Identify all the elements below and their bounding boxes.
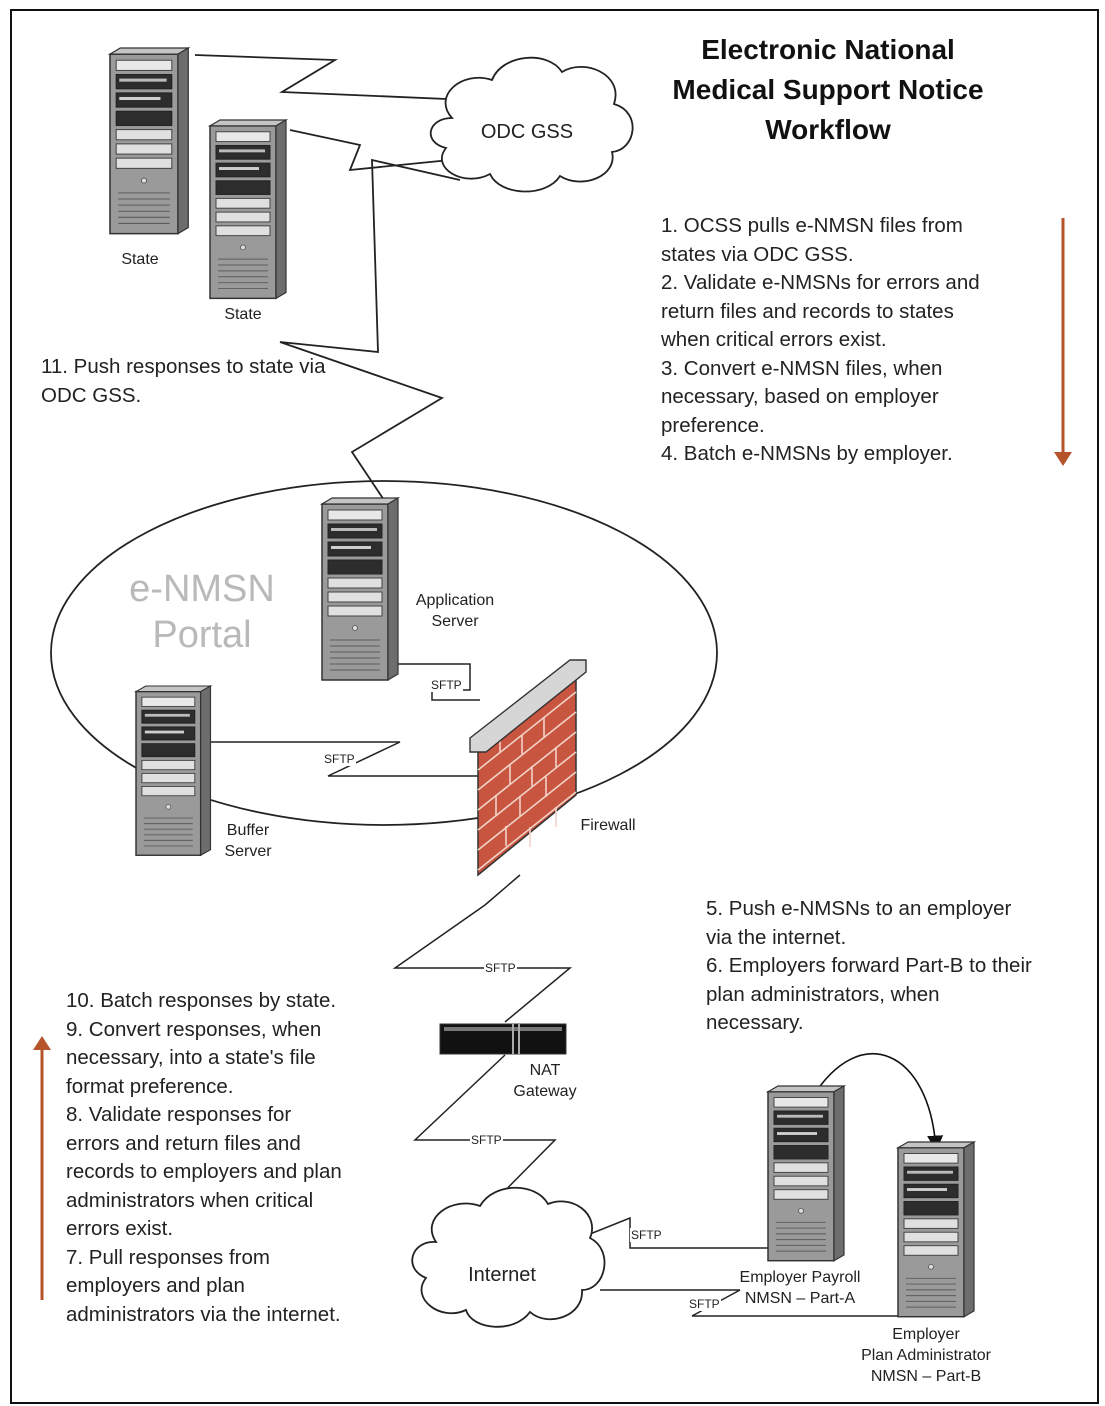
sftp-label-nat-internet: SFTP	[470, 1133, 503, 1147]
title-line-2: Medical Support Notice	[672, 74, 984, 105]
step-line: ODC GSS.	[41, 383, 142, 407]
sftp-label-firewall-nat: SFTP	[484, 961, 517, 975]
application-server-label-line-2: Server	[431, 613, 479, 630]
step-line: states via ODC GSS.	[661, 242, 854, 266]
internet-cloud	[411, 1186, 606, 1328]
step-line: plan administrators, when	[706, 982, 940, 1006]
sftp-label-app-firewall: SFTP	[430, 678, 463, 692]
step-11: 11. Push responses to state via ODC GSS.	[41, 353, 401, 410]
employer-payroll-server	[767, 1085, 845, 1262]
step-line: return files and records to states	[661, 299, 954, 323]
application-server-label-line-1: Application	[415, 592, 495, 609]
down-flow-arrow	[1054, 218, 1072, 466]
link-odc-to-app-server	[279, 158, 461, 501]
internet-label: Internet	[468, 1264, 536, 1286]
sftp-label-buffer-firewall: SFTP	[323, 752, 356, 766]
step-line: via the internet.	[706, 925, 847, 949]
employer-payroll-label: Employer Payroll NMSN – Part-A	[722, 1267, 878, 1309]
buffer-server-label-line-2: Server	[224, 843, 272, 860]
plan-admin-label-line-2: Plan Administrator	[861, 1347, 991, 1364]
title-line-3: Workflow	[765, 114, 891, 145]
forward-part-b-arrow	[811, 1053, 944, 1152]
step-line: preference.	[661, 413, 765, 437]
odc-gss-cloud	[429, 56, 634, 193]
step-line: 8. Validate responses for	[66, 1103, 292, 1126]
step-line: administrators via the internet.	[66, 1302, 341, 1326]
step-line: 11. Push responses to state via	[41, 355, 326, 378]
sftp-label-internet-plan-admin: SFTP	[688, 1297, 721, 1311]
sftp-label-internet-payroll: SFTP	[630, 1228, 663, 1242]
portal-label: e-NMSN Portal	[92, 566, 312, 658]
diagram-frame	[10, 9, 1099, 1404]
steps-7-to-10: 10. Batch responses by state. 9. Convert…	[66, 987, 406, 1329]
buffer-server-label-line-1: Buffer	[226, 822, 270, 839]
portal-label-line-1: e-NMSN	[129, 568, 275, 610]
step-line: 7. Pull responses from	[66, 1245, 270, 1269]
link-buffer-to-firewall	[210, 741, 478, 777]
step-line: when critical errors exist.	[661, 328, 887, 351]
application-server-label: Application Server	[396, 590, 514, 632]
nat-gateway-label-line-1: NAT	[529, 1062, 561, 1079]
portal-boundary	[50, 480, 718, 826]
step-line: 10. Batch responses by state.	[66, 989, 337, 1012]
state-2-label: State	[224, 306, 262, 323]
step-line: errors exist.	[66, 1217, 174, 1240]
step-line: 9. Convert responses, when	[66, 1017, 322, 1041]
diagram-title: Electronic National Medical Support Noti…	[628, 30, 1028, 150]
step-line: 1. OCSS pulls e-NMSN files from	[661, 214, 963, 237]
nat-gateway-label-line-2: Gateway	[513, 1083, 577, 1100]
step-line: errors and return files and	[66, 1131, 301, 1155]
nat-gateway-label: NAT Gateway	[500, 1060, 590, 1102]
state-1-label: State	[121, 251, 159, 268]
plan-admin-label-line-1: Employer	[892, 1326, 960, 1343]
state-server-1	[109, 47, 190, 235]
step-line: records to employers and plan	[66, 1160, 342, 1183]
title-line-1: Electronic National	[701, 34, 955, 65]
step-line: 5. Push e-NMSNs to an employer	[706, 897, 1012, 920]
plan-admin-label: Employer Plan Administrator NMSN – Part-…	[846, 1324, 1006, 1387]
link-state2-to-odc	[289, 129, 451, 172]
employer-payroll-label-line-2: NMSN – Part-A	[744, 1290, 856, 1307]
step-line: employers and plan	[66, 1274, 245, 1297]
steps-1-to-4: 1. OCSS pulls e-NMSN files from states v…	[661, 212, 1051, 469]
step-line: 2. Validate e-NMSNs for errors and	[661, 271, 980, 294]
plan-admin-server	[897, 1141, 975, 1318]
portal-label-line-2: Portal	[152, 614, 252, 656]
application-server	[321, 497, 399, 681]
plan-admin-label-line-3: NMSN – Part-B	[870, 1368, 982, 1385]
step-line: 6. Employers forward Part-B to their	[706, 954, 1032, 977]
nat-gateway-icon	[439, 1023, 567, 1055]
step-line: necessary, into a state's file	[66, 1046, 316, 1069]
step-line: format preference.	[66, 1074, 234, 1098]
firewall-label: Firewall	[580, 817, 636, 834]
link-state1-to-odc	[194, 54, 471, 101]
employer-payroll-label-line-1: Employer Payroll	[739, 1269, 861, 1286]
odc-gss-label: ODC GSS	[480, 121, 574, 143]
state-server-2	[209, 119, 287, 300]
step-line: 3. Convert e-NMSN files, when	[661, 356, 943, 380]
step-line: necessary.	[706, 1011, 804, 1034]
link-firewall-to-nat	[392, 874, 573, 1023]
buffer-server-label: Buffer Server	[208, 820, 288, 862]
firewall-icon	[469, 659, 587, 877]
steps-5-to-6: 5. Push e-NMSNs to an employer via the i…	[706, 895, 1096, 1038]
up-flow-arrow	[33, 1036, 51, 1300]
step-line: administrators when critical	[66, 1188, 314, 1212]
buffer-server	[135, 685, 212, 856]
step-line: necessary, based on employer	[661, 385, 939, 408]
step-line: 4. Batch e-NMSNs by employer.	[661, 442, 953, 465]
